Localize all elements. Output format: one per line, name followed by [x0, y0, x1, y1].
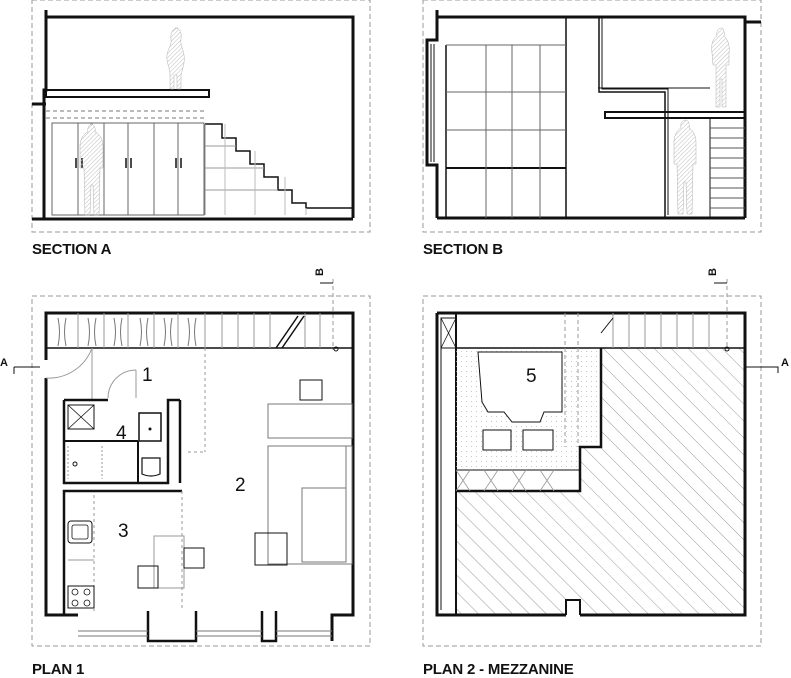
- human-figure-lower: [79, 123, 104, 216]
- plan-1-title: PLAN 1: [32, 661, 85, 678]
- plan-1-drawing: [13, 279, 371, 647]
- section-b-title: SECTION B: [423, 241, 503, 258]
- section-marker-a-left: A: [0, 357, 8, 369]
- room-number-3: 3: [118, 521, 129, 542]
- section-a-frame: [31, 0, 371, 233]
- plan-2-drawing: [422, 279, 779, 647]
- mezzanine-hatched-floor: [456, 348, 745, 615]
- room-number-1: 1: [142, 365, 153, 386]
- section-b-drawing: [422, 0, 762, 233]
- section-a-title: SECTION A: [32, 241, 112, 258]
- human-figure-section-b-upper: [711, 27, 730, 108]
- plan-2-title: PLAN 2 - MEZZANINE: [423, 661, 574, 678]
- human-figure-section-b-lower: [673, 119, 697, 215]
- section-marker-b-plan1: B: [313, 268, 326, 276]
- room-number-2: 2: [235, 475, 246, 496]
- section-a-drawing: [31, 0, 371, 233]
- section-b-frame: [422, 0, 762, 233]
- plan-2-frame: [422, 295, 762, 647]
- plan-1-frame: [31, 295, 371, 647]
- section-marker-b-plan2: B: [706, 268, 719, 276]
- section-marker-a-right: A: [781, 357, 789, 369]
- room-number-4: 4: [116, 423, 127, 444]
- room-number-5: 5: [526, 366, 537, 387]
- human-figure-upper: [166, 27, 185, 90]
